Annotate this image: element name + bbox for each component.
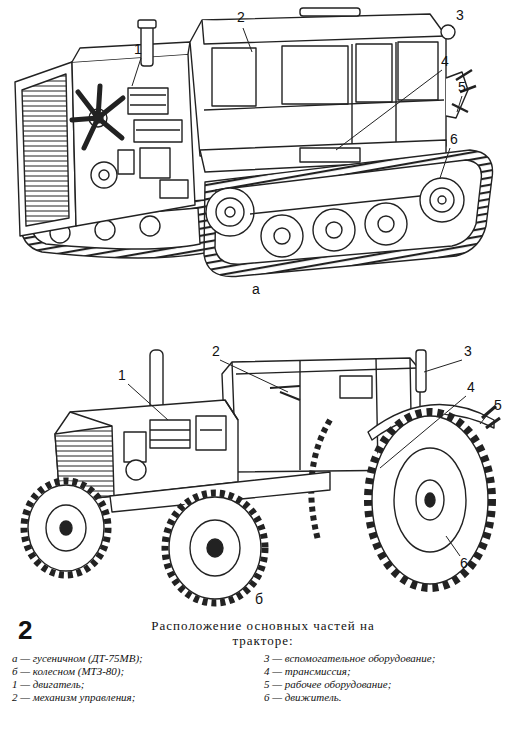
callout-number: а [252, 282, 260, 297]
legend-item: 6 — движитель. [264, 691, 478, 703]
legend-item: б — колесном (МТЗ-80); [12, 665, 176, 677]
legend-item: 3 — вспомогательное оборудование; [264, 652, 478, 664]
callout-number: 2 [212, 344, 220, 359]
callout-number: 1 [118, 368, 126, 383]
legend-item: 5 — рабочее оборудование; [264, 678, 478, 690]
callout-number: 4 [467, 380, 475, 395]
callout-number: 5 [458, 80, 466, 95]
callout-number: 4 [441, 54, 449, 69]
legend-item: 2 — механизм управления; [12, 691, 176, 703]
callout-number: 3 [464, 344, 472, 359]
figure-number: 2 [18, 616, 32, 645]
figure-caption: Расположение основных частей на тракторе… [128, 618, 398, 648]
callout-number: 1 [134, 42, 142, 57]
callout-number: 6 [450, 132, 458, 147]
callout-number: б [255, 592, 263, 607]
legend-item: 4 — трансмиссия; [264, 665, 478, 677]
callout-number: 2 [237, 10, 245, 25]
callout-number: 5 [494, 398, 502, 413]
callout-number: 6 [460, 556, 468, 571]
callout-number: 3 [456, 8, 464, 23]
legend-item: а — гусеничном (ДТ-75МВ); [12, 652, 176, 664]
crawler-tractor [15, 8, 493, 277]
legend-item: 1 — двигатель; [12, 678, 176, 690]
wheeled-tractor [24, 350, 500, 603]
